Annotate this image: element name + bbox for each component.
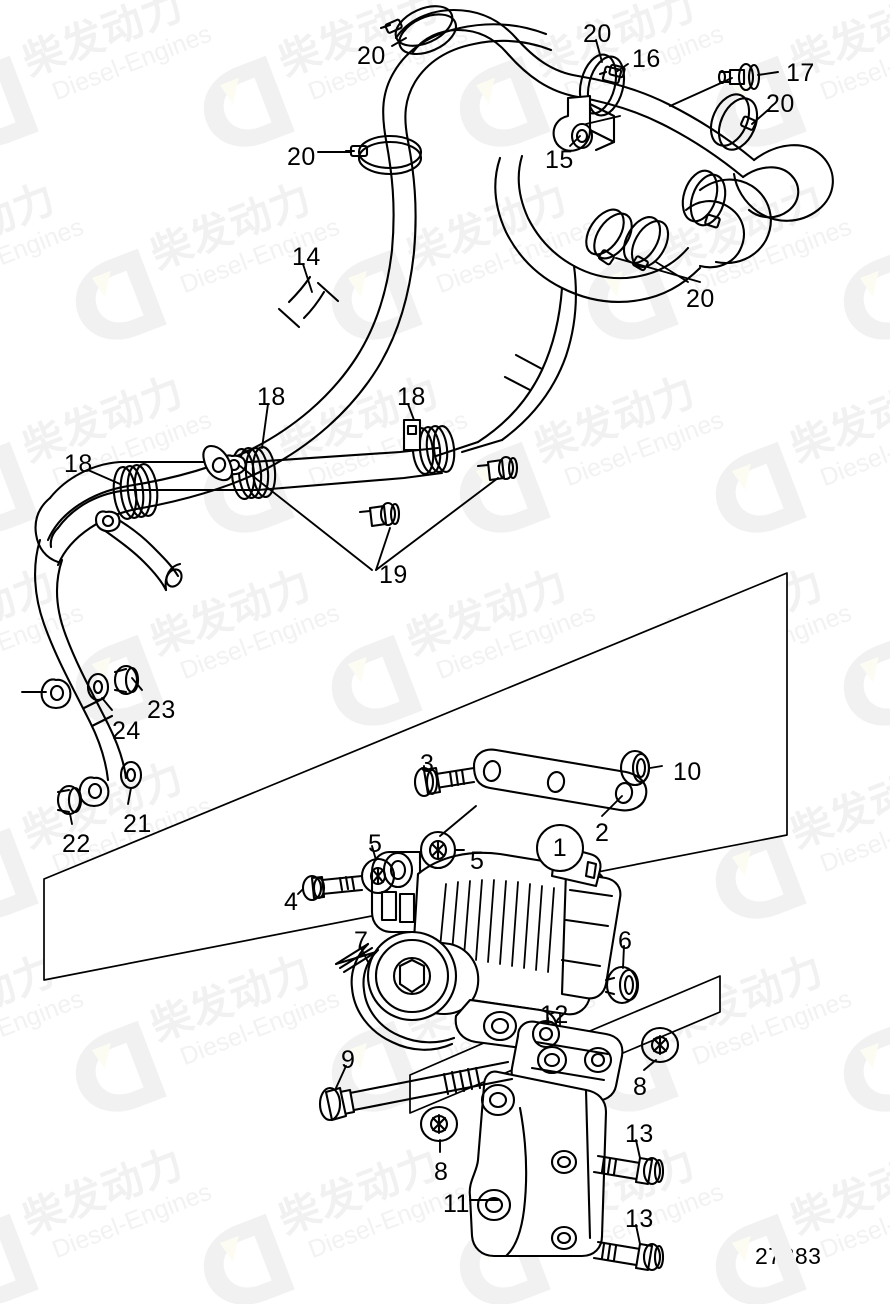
callout-18: 18	[397, 383, 426, 411]
hose-clamp-20-a	[379, 5, 457, 56]
washer-5-upper	[419, 830, 457, 870]
ground-strap	[102, 514, 183, 592]
callout-4: 4	[284, 888, 299, 916]
hose-clamp-20-d	[344, 134, 423, 176]
hose-eyelet-upper	[40, 678, 72, 710]
callout-9: 9	[341, 1046, 356, 1074]
washer-12	[531, 1019, 561, 1049]
callout-6: 6	[618, 927, 633, 955]
callout-13: 13	[625, 1205, 654, 1233]
callout-12: 12	[540, 1001, 569, 1029]
callout-3: 3	[420, 750, 435, 778]
callout-17: 17	[786, 59, 815, 87]
saddle-clamp-left	[94, 510, 121, 533]
callout-20: 20	[686, 285, 715, 313]
callout-20: 20	[287, 143, 316, 171]
middle-tube	[34, 446, 444, 564]
callout-5: 5	[368, 830, 383, 858]
callout-15: 15	[545, 146, 574, 174]
callout-14: 14	[292, 243, 321, 271]
callout-18: 18	[257, 383, 286, 411]
hose-bracket-15	[552, 94, 616, 152]
banjo-bolt-22	[56, 784, 83, 816]
callout-20: 20	[583, 20, 612, 48]
bolt-4	[301, 874, 364, 902]
callout-24: 24	[112, 717, 141, 745]
hose-eyelet-lower	[78, 776, 110, 808]
callout-11: 11	[443, 1190, 470, 1218]
link-arm-2	[472, 748, 648, 812]
washer-8-left	[419, 1105, 459, 1143]
bolt-13-lower	[592, 1240, 665, 1272]
callout-1: 1	[536, 824, 584, 872]
callout-10: 10	[673, 758, 702, 786]
bushing-6	[604, 965, 640, 1005]
clamp-screw-16	[598, 65, 623, 85]
hose-clamp-18-a	[112, 463, 159, 520]
bolt-13-upper	[592, 1154, 665, 1186]
callout-2: 2	[595, 819, 610, 847]
callout-5: 5	[470, 847, 485, 875]
callout-8: 8	[633, 1073, 648, 1101]
callout-21: 21	[123, 810, 152, 838]
callout-7: 7	[354, 927, 369, 955]
callout-20: 20	[766, 90, 795, 118]
callout-22: 22	[62, 830, 91, 858]
bolt-3	[413, 766, 476, 798]
callout-19: 19	[379, 561, 408, 589]
bracket-11	[468, 1070, 608, 1258]
mid-hose-joint	[503, 353, 544, 392]
right-hose-loop	[684, 178, 772, 269]
callout-23: 23	[147, 696, 176, 724]
bushing-10	[619, 749, 651, 787]
bolt-19-lower	[358, 501, 401, 528]
callout-13: 13	[625, 1120, 654, 1148]
callout-8: 8	[434, 1158, 449, 1186]
callout-18: 18	[64, 450, 93, 478]
hose-clamp-18-c	[411, 425, 456, 475]
callout-20: 20	[357, 42, 386, 70]
hose-clamp-20-e1	[681, 169, 727, 229]
callout-16: 16	[632, 45, 661, 73]
